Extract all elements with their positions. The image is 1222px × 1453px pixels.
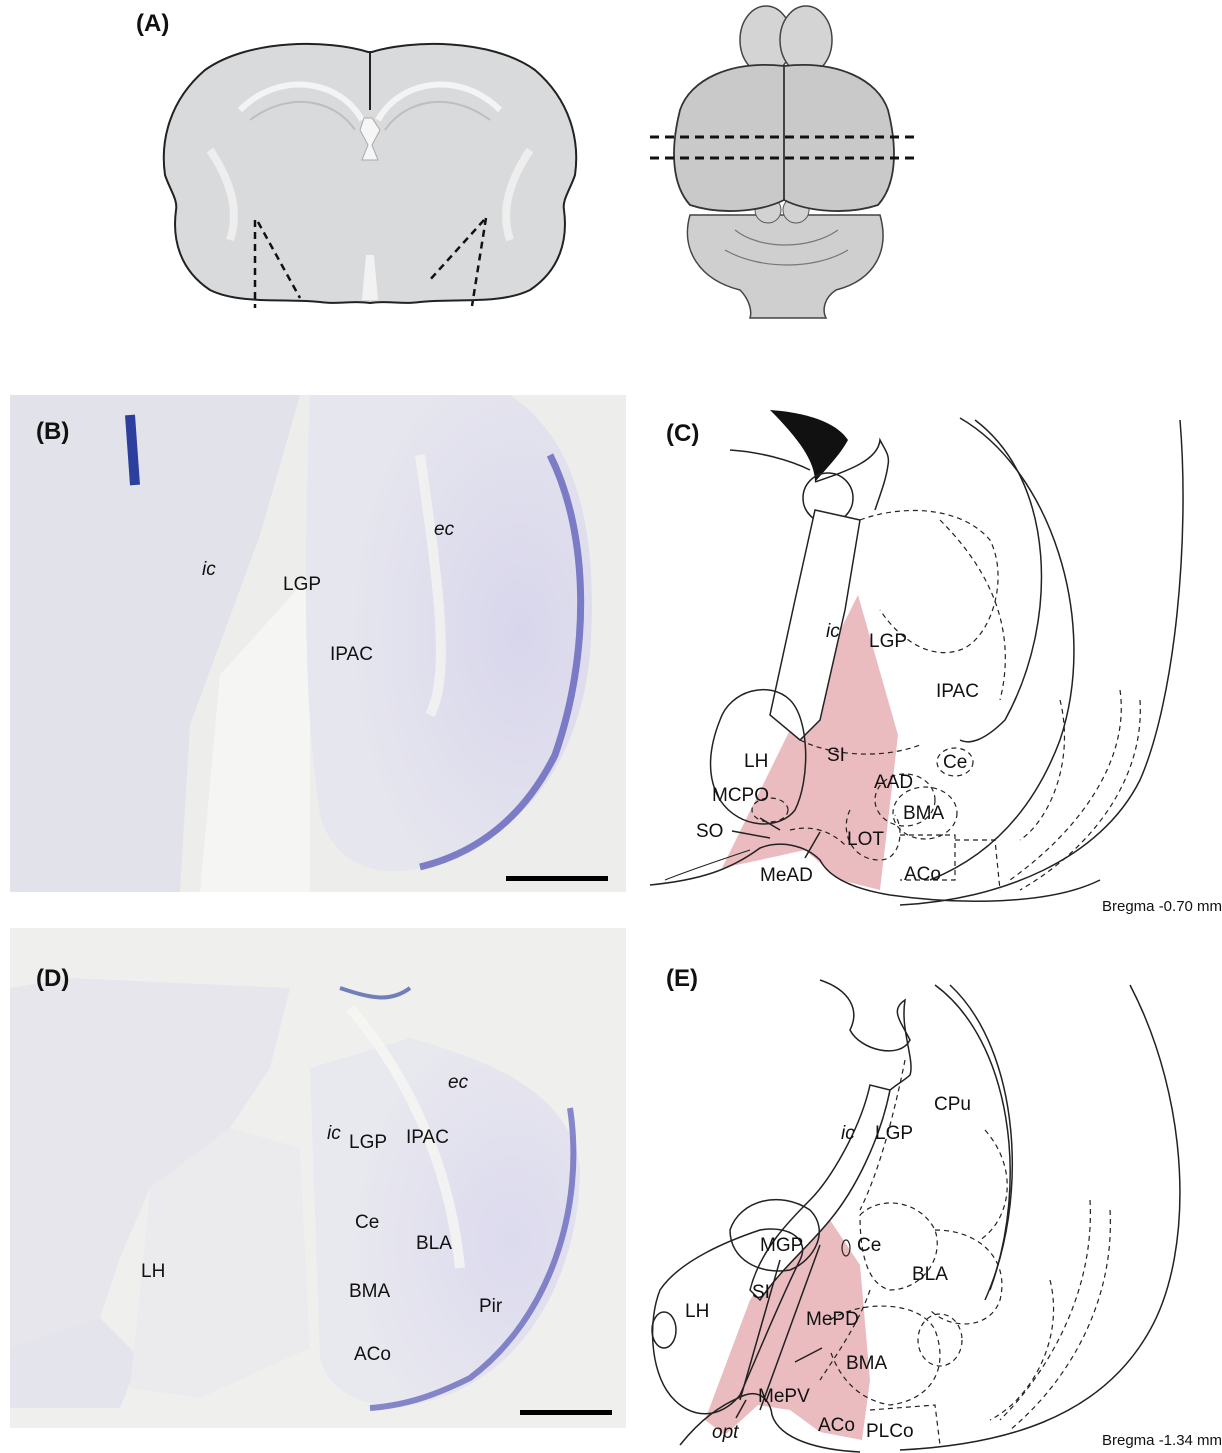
label-bma: BMA <box>846 1354 887 1373</box>
label-ic: ic <box>841 1124 855 1143</box>
panel-e-label: (E) <box>666 965 698 993</box>
label-ce: Ce <box>857 1236 881 1255</box>
label-cpu: CPu <box>934 1095 971 1114</box>
label-si: SI <box>752 1283 770 1302</box>
label-lh: LH <box>685 1302 709 1321</box>
label-aco: ACo <box>818 1416 855 1435</box>
label-mepd: MePD <box>806 1310 859 1329</box>
label-mgp: MGP <box>760 1236 803 1255</box>
label-mepv: MePV <box>758 1387 810 1406</box>
label-lgp: LGP <box>875 1124 913 1143</box>
bregma-label: Bregma -1.34 mm <box>1102 1432 1222 1449</box>
label-plco: PLCo <box>866 1422 914 1441</box>
label-bla: BLA <box>912 1265 948 1284</box>
label-opt: opt <box>712 1423 738 1442</box>
